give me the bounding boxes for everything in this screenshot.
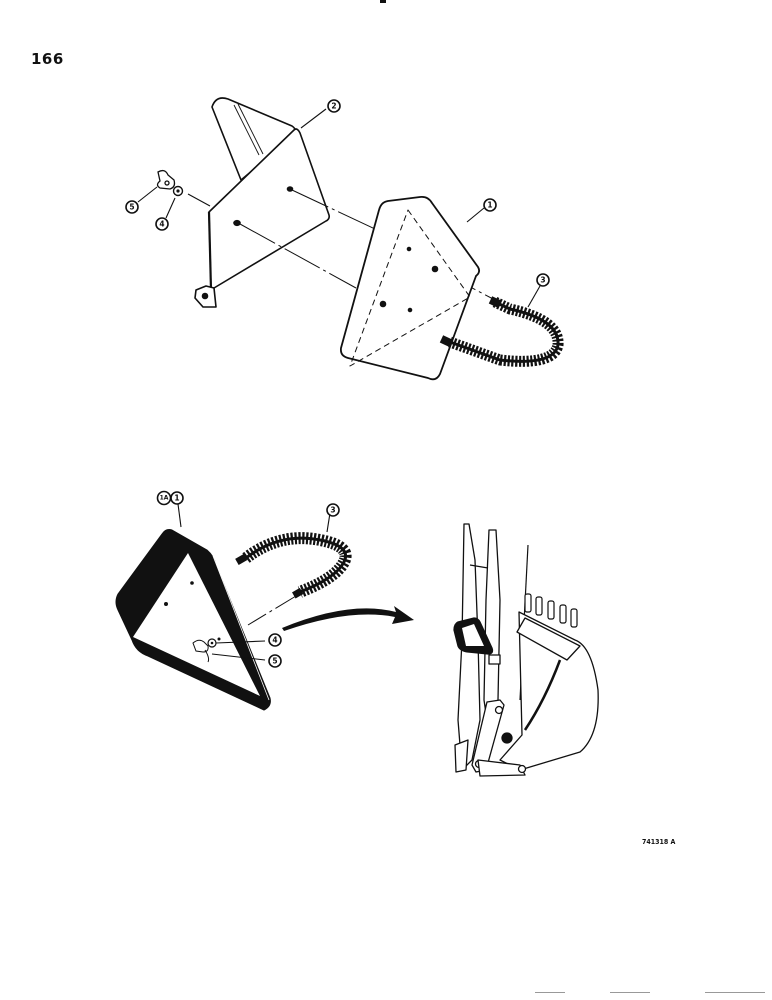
backhoe-bucket-installation	[453, 523, 599, 777]
svg-text:5: 5	[272, 657, 277, 666]
callout-1-lower: 1	[170, 491, 184, 505]
svg-text:1: 1	[174, 494, 179, 503]
washer-upper	[172, 185, 184, 197]
svg-text:4: 4	[159, 220, 164, 229]
spring-mount-lower	[235, 532, 352, 599]
mounting-bracket	[187, 97, 330, 308]
installation-arrow	[282, 606, 414, 631]
callout-4-lower: 4	[268, 633, 282, 647]
svg-text:2: 2	[331, 102, 336, 111]
callout-4-upper: 4	[155, 217, 169, 231]
callout-1a-lower: 1A	[156, 490, 172, 506]
wing-nut-upper	[156, 169, 176, 190]
scan-mark	[380, 0, 386, 3]
svg-text:4: 4	[272, 636, 277, 645]
page-number: 166	[31, 50, 64, 68]
callout-3-lower: 3	[326, 503, 340, 517]
svg-text:3: 3	[330, 506, 335, 515]
wing-nut-lower	[192, 639, 210, 663]
callout-5-upper: 5	[125, 200, 139, 214]
svg-text:1A: 1A	[160, 495, 169, 502]
smv-emblem-lower	[115, 529, 271, 711]
callout-5-lower: 5	[268, 654, 282, 668]
scan-artifact	[535, 992, 565, 993]
washer-lower	[207, 637, 221, 648]
callout-3-upper: 3	[536, 273, 550, 287]
scan-artifact	[610, 992, 650, 993]
smv-emblem-upper	[339, 195, 481, 381]
figure-code: 741318 A	[642, 838, 676, 846]
callout-1-upper: 1	[483, 198, 497, 212]
scan-artifact	[705, 992, 765, 993]
svg-text:3: 3	[540, 276, 545, 285]
callout-2-upper: 2	[327, 99, 341, 113]
spring-mount-upper	[439, 296, 564, 367]
svg-text:1: 1	[487, 201, 492, 210]
svg-text:5: 5	[129, 203, 134, 212]
